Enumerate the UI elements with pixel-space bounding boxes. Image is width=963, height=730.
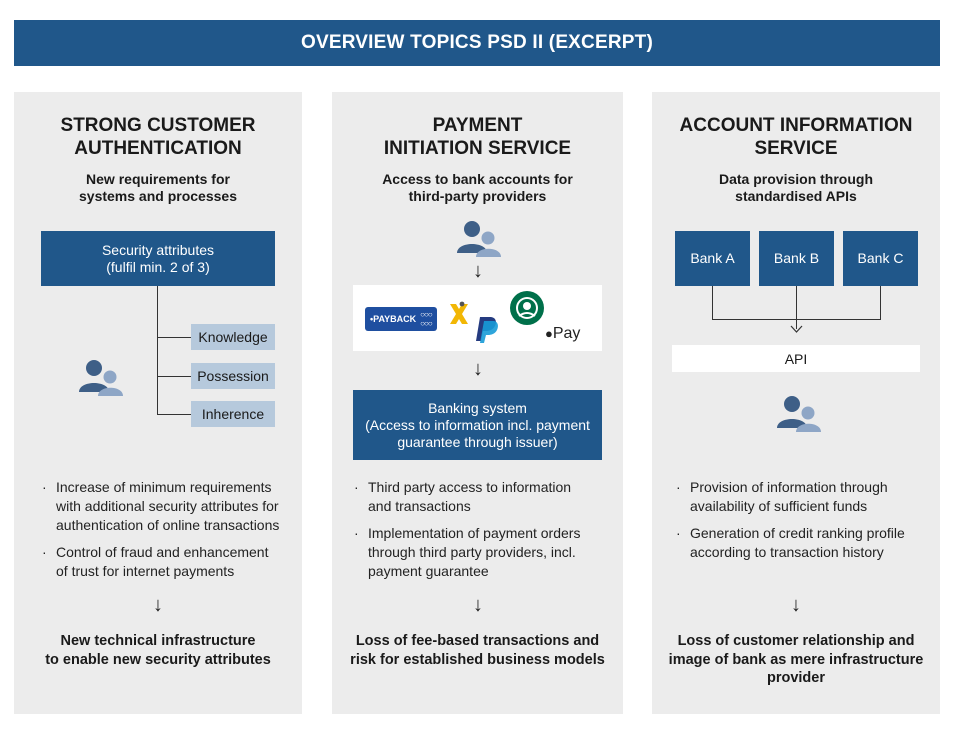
bullet-line: authentication of online transactions [56, 517, 280, 533]
subtitle-line: systems and processes [79, 188, 237, 204]
attribute-inherence: Inherence [191, 401, 275, 427]
connector-line [157, 414, 191, 415]
conclusion-line: Loss of customer relationship and [677, 633, 915, 649]
bullet-line: Increase of minimum requirements [56, 479, 272, 495]
panel-subtitle: New requirements for systems and process… [14, 171, 302, 205]
conclusion: Loss of fee-based transactions and risk … [332, 632, 623, 669]
box-line: (Access to information incl. payment [365, 416, 590, 433]
conclusion: New technical infrastructure to enable n… [14, 632, 302, 669]
bullet-list: · Increase of minimum requirements with … [42, 478, 292, 589]
page-title: OVERVIEW TOPICS PSD II (EXCERPT) [14, 20, 940, 66]
connector-line [157, 376, 191, 377]
down-arrow-icon: ↓ [473, 358, 483, 380]
api-box: API [672, 345, 920, 372]
banking-system-box: Banking system (Access to information in… [353, 390, 602, 460]
attribute-knowledge: Knowledge [191, 324, 275, 350]
bullet-line: through third party providers, incl. [368, 544, 576, 560]
bullet-line: Provision of information through [690, 479, 888, 495]
conclusion-line: risk for established business models [350, 651, 605, 668]
bullet-list: · Third party access to information and … [354, 478, 604, 589]
title-line: ACCOUNT INFORMATION [679, 115, 913, 136]
bullet-line: Control of fraud and enhancement [56, 544, 269, 560]
connector-line [157, 286, 158, 415]
list-item: · Increase of minimum requirements with … [42, 478, 292, 535]
bullet-list: · Provision of information through avail… [676, 478, 926, 570]
subtitle-line: third-party providers [408, 188, 547, 204]
subtitle-line: standardised APIs [735, 188, 857, 204]
bank-a-box: Bank A [675, 231, 750, 286]
connector-line [157, 337, 191, 338]
down-arrow-icon: ↓ [153, 594, 163, 616]
down-arrow-icon: ↓ [473, 594, 483, 616]
list-item: · Generation of credit ranking profile a… [676, 524, 926, 562]
conclusion-line: New technical infrastructure [60, 633, 256, 649]
provider-logos: •PAYBACK ○○○○○○ ●Pay [353, 285, 602, 351]
panel-title: ACCOUNT INFORMATION SERVICE [652, 114, 940, 160]
attribute-possession: Possession [191, 363, 275, 389]
subtitle-line: Access to bank accounts for [382, 171, 573, 187]
bullet-line: according to transaction history [690, 544, 884, 560]
conclusion-line: Loss of fee-based transactions and [355, 633, 600, 649]
bullet-line: Third party access to information [368, 479, 572, 495]
title-line: SERVICE [754, 138, 838, 159]
subtitle-line: New requirements for [86, 171, 230, 187]
connector-line [712, 286, 713, 319]
payback-dots-icon: ○○○○○○ [420, 310, 432, 328]
bank-c-box: Bank C [843, 231, 918, 286]
title-line: STRONG CUSTOMER [60, 115, 256, 136]
bullet-line: with additional security attributes for [56, 498, 279, 514]
panel-account-information-service: ACCOUNT INFORMATION SERVICE Data provisi… [652, 92, 940, 714]
box-line: Banking system [428, 399, 527, 416]
payback-logo: •PAYBACK ○○○○○○ [365, 307, 437, 331]
apple-icon: ● [545, 326, 553, 341]
box-line: Security attributes [101, 241, 215, 258]
list-item: · Control of fraud and enhancement of tr… [42, 543, 292, 581]
connector-line [796, 286, 797, 329]
paypal-logo-icon [476, 317, 498, 343]
conclusion: Loss of customer relationship and image … [652, 632, 940, 688]
bullet-line: availability of sufficient funds [690, 498, 868, 514]
x-logo-icon [450, 301, 468, 324]
starbucks-logo-icon [510, 291, 544, 325]
title-line: INITIATION SERVICE [383, 138, 572, 159]
down-arrow-icon: ↓ [791, 594, 801, 616]
people-icon [775, 394, 823, 438]
subtitle-line: Data provision through [719, 171, 873, 187]
list-item: · Third party access to information and … [354, 478, 604, 516]
bullet-line: Implementation of payment orders [368, 525, 581, 541]
conclusion-line: to enable new security attributes [45, 651, 271, 668]
panel-title: STRONG CUSTOMER AUTHENTICATION [14, 114, 302, 160]
connector-line [880, 286, 881, 319]
arrow-head-icon [790, 325, 803, 333]
panel-subtitle: Access to bank accounts for third-party … [332, 171, 623, 205]
bullet-line: Generation of credit ranking profile [690, 525, 905, 541]
apple-pay-text: Pay [552, 325, 581, 342]
box-line: (fulfil min. 2 of 3) [106, 258, 210, 275]
down-arrow-icon: ↓ [473, 260, 483, 282]
security-attributes-box: Security attributes (fulfil min. 2 of 3) [41, 231, 275, 286]
panel-title: PAYMENT INITIATION SERVICE [332, 114, 623, 160]
bullet-line: and transactions [368, 498, 471, 514]
payback-logo-text: •PAYBACK [370, 314, 417, 324]
conclusion-line: image of bank as mere infrastructure [668, 651, 924, 668]
panel-subtitle: Data provision through standardised APIs [652, 171, 940, 205]
title-line: PAYMENT [432, 115, 523, 136]
people-icon [455, 219, 503, 263]
conclusion-line: provider [766, 670, 825, 686]
people-icon [77, 358, 125, 402]
list-item: · Implementation of payment orders throu… [354, 524, 604, 581]
box-line: guarantee through issuer) [397, 433, 558, 450]
list-item: · Provision of information through avail… [676, 478, 926, 516]
title-line: AUTHENTICATION [74, 138, 242, 159]
apple-pay-logo: ●Pay [545, 325, 580, 343]
bank-b-box: Bank B [759, 231, 834, 286]
bullet-line: payment guarantee [368, 563, 489, 579]
bullet-line: of trust for internet payments [56, 563, 235, 579]
